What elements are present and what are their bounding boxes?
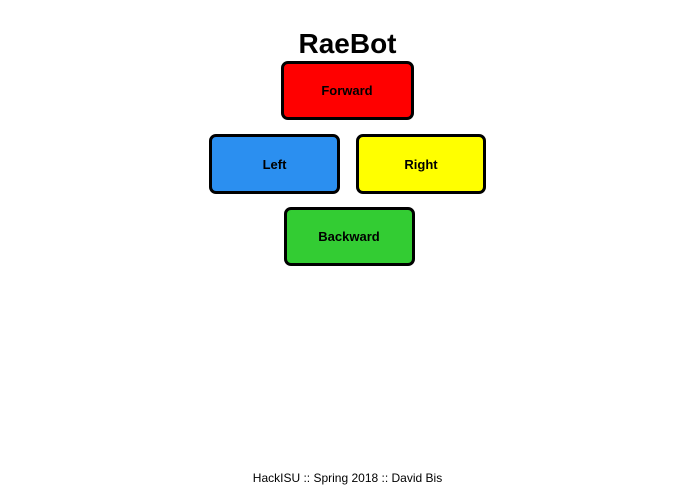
robot-control-pad: Forward Left Right Backward [0,61,695,271]
page-title: RaeBot [298,27,397,59]
spacer-forward-middle [0,120,695,134]
right-button[interactable]: Right [356,134,486,194]
spacer-middle-backward [0,194,695,207]
control-row-backward: Backward [0,207,695,266]
left-button-label: Left [262,156,287,172]
forward-button[interactable]: Forward [280,61,414,120]
control-row-left-right: Left Right [0,134,695,194]
control-row-forward: Forward [0,61,695,120]
left-button[interactable]: Left [209,134,340,194]
backward-button[interactable]: Backward [283,207,415,266]
right-button-label: Right [404,156,438,172]
footer-credit: HackISU :: Spring 2018 :: David Bis [252,471,443,485]
backward-button-label: Backward [318,229,380,244]
forward-button-label: Forward [321,83,373,98]
